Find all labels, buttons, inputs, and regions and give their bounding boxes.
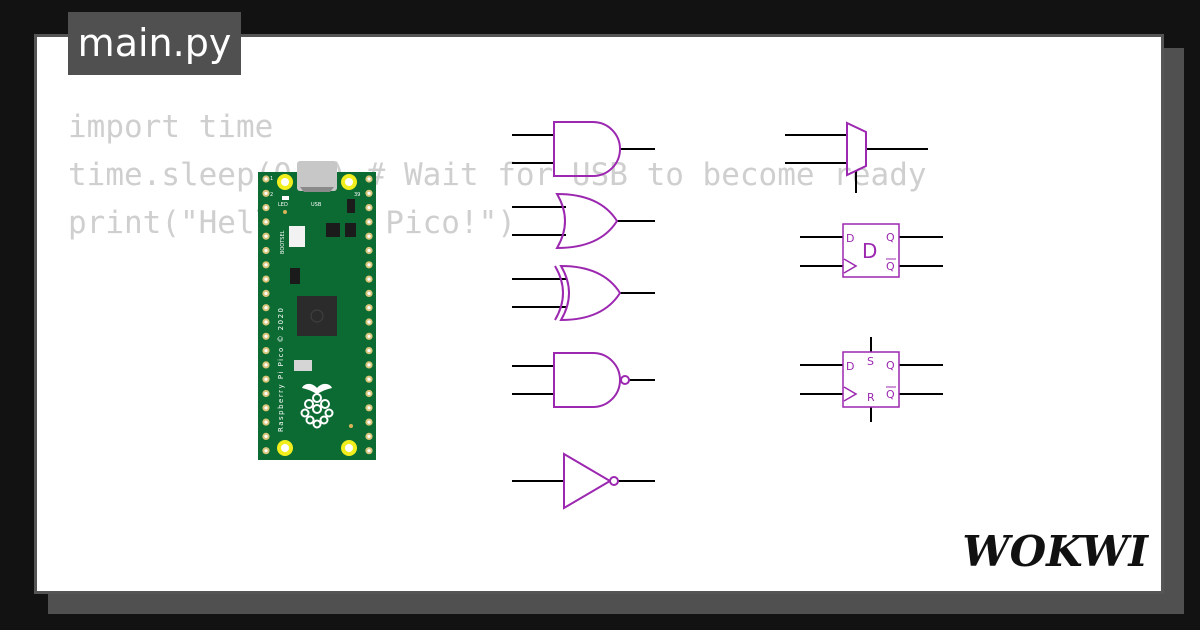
header-pin-hole [367,320,371,324]
header-pin-hole [264,177,268,181]
board-silkscreen: Raspberry Pi Pico © 2020 [277,307,285,433]
header-pin-hole [367,306,371,310]
header-pin-hole [264,248,268,253]
header-pin-hole [367,406,371,410]
header-pin-hole [264,363,268,367]
header-pin-hole [264,306,268,310]
set-label: S [867,355,874,368]
header-pin-hole [367,449,371,453]
header-pin-hole [367,391,371,396]
code-line: import time [68,109,274,145]
header-pin-hole [264,206,268,210]
q-bar-label: Q [886,388,895,401]
or-gate[interactable] [512,192,655,250]
dsr-flipflop[interactable] [800,337,943,422]
header-pin-hole [367,248,371,253]
reset-label: R [867,391,875,404]
header-pin-hole [367,191,371,195]
q-bar-label: Q [886,260,895,273]
header-pin-hole [264,220,268,224]
header-pin-hole [264,420,268,424]
header-pin-hole [367,263,371,267]
header-pin-hole [367,220,371,224]
d-input-label: D [846,232,854,245]
usb-connector [297,161,337,191]
header-pin-hole [264,406,268,410]
header-pin-hole [264,191,268,195]
header-pin-hole [367,420,371,424]
d-center-label: D [862,239,877,263]
header-pin-hole [264,391,268,396]
raspberry-logo-icon [300,383,334,429]
header-pin-hole [367,206,371,210]
and-gate[interactable] [512,121,655,177]
q-label: Q [886,359,895,372]
header-pin-hole [264,449,268,453]
header-pin-hole [367,334,371,338]
pin39-label: 39 [354,192,360,198]
q-label: Q [886,231,895,244]
not-gate[interactable] [512,452,655,510]
pin1-label: 1 [270,176,273,182]
header-pin-hole [367,277,371,281]
pin2-label: 2 [270,192,273,198]
header-pin-hole [264,263,268,267]
header-pin-hole [264,277,268,281]
d-flipflop[interactable] [800,223,943,278]
header-pin-hole [264,291,268,295]
led [282,196,289,200]
bootsel-label: BOOTSEL [280,230,286,254]
file-tab[interactable]: main.py [68,12,241,75]
header-pin-hole [367,434,371,438]
header-pin-hole [264,377,268,381]
mux-gate[interactable] [785,121,928,193]
header-pin-hole [367,363,371,367]
header-pin-hole [264,234,268,238]
led-label: LED [278,202,288,208]
header-pin-hole [367,177,371,181]
header-pin-hole [264,320,268,324]
header-pin-hole [264,334,268,338]
bootsel-button[interactable] [289,226,305,247]
header-pin-hole [264,434,268,438]
header-pin-hole [367,377,371,381]
pin-header [262,175,373,455]
rp2040-chip [297,296,337,336]
pi-pico-board[interactable]: 1 2 39 LED USB BOOTSEL Raspberry Pi Pico… [258,161,376,460]
usb-label: USB [311,202,322,208]
nand-gate[interactable] [512,352,655,408]
preview-card [34,34,1164,594]
header-pin-hole [367,349,371,353]
xor-gate[interactable] [512,264,655,322]
header-pin-hole [264,349,268,353]
header-pin-hole [367,291,371,295]
d-input-label: D [846,360,854,373]
wokwi-logo: WOKWI [962,527,1149,576]
header-pin-hole [367,234,371,238]
